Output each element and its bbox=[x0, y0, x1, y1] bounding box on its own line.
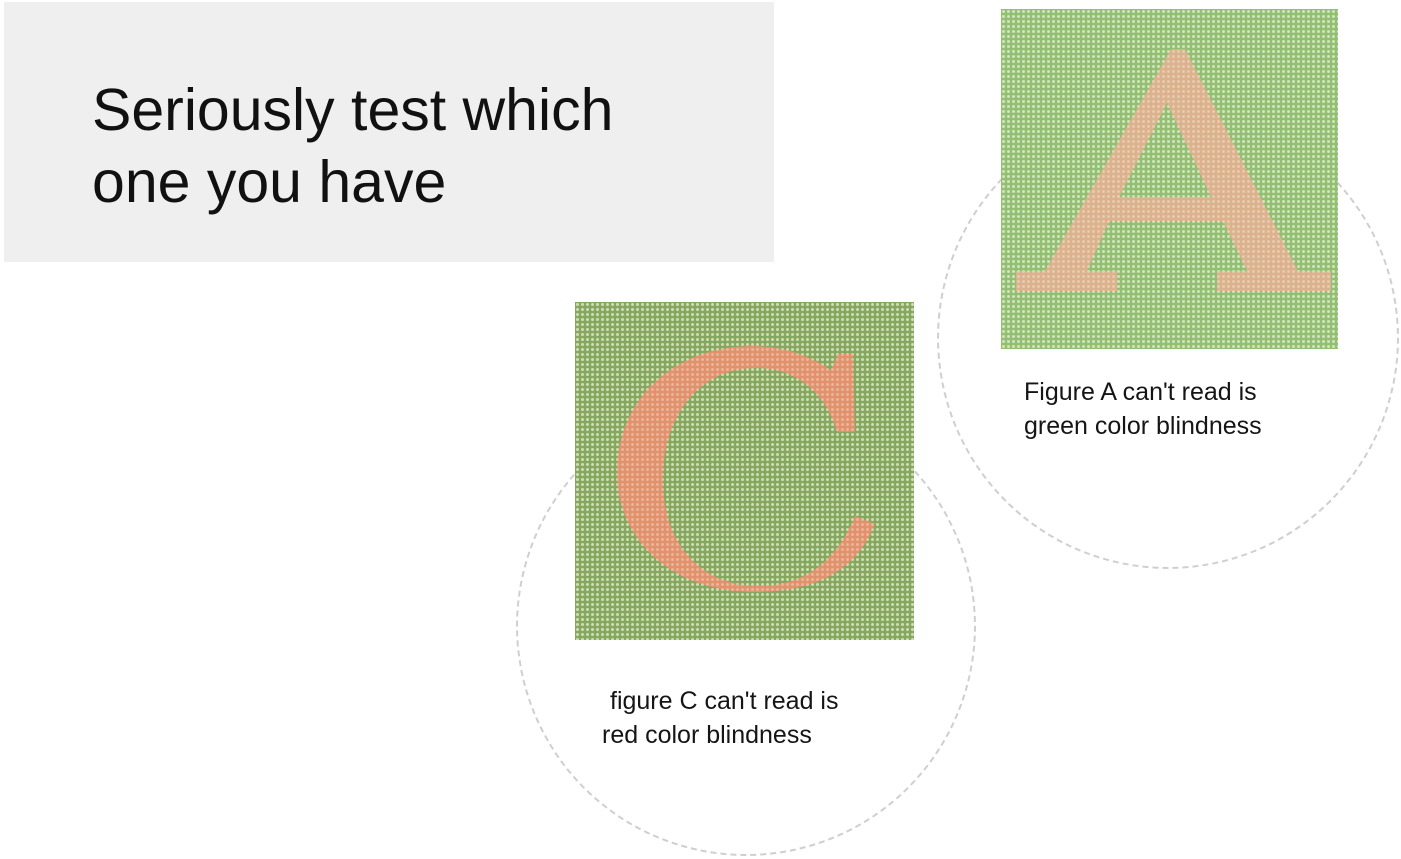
letter-a-shape bbox=[1016, 49, 1331, 291]
headline-line-2: one you have bbox=[92, 149, 447, 215]
letter-c-shape bbox=[617, 346, 875, 592]
title-panel: Seriously test which one you have bbox=[4, 2, 774, 262]
caption-c-line-2: red color blindness bbox=[602, 721, 812, 749]
color-test-plate-c bbox=[575, 302, 914, 640]
headline-line-1: Seriously test which bbox=[92, 77, 614, 143]
caption-c-line-1: figure C can't read is bbox=[610, 687, 839, 715]
color-test-plate-a bbox=[1001, 9, 1338, 349]
caption-a-line-2: green color blindness bbox=[1024, 412, 1262, 440]
caption-figure-c: figure C can't read is red color blindne… bbox=[602, 684, 839, 752]
headline: Seriously test which one you have bbox=[92, 74, 613, 218]
caption-figure-a: Figure A can't read is green color blind… bbox=[1024, 375, 1262, 443]
caption-a-line-1: Figure A can't read is bbox=[1024, 378, 1257, 406]
